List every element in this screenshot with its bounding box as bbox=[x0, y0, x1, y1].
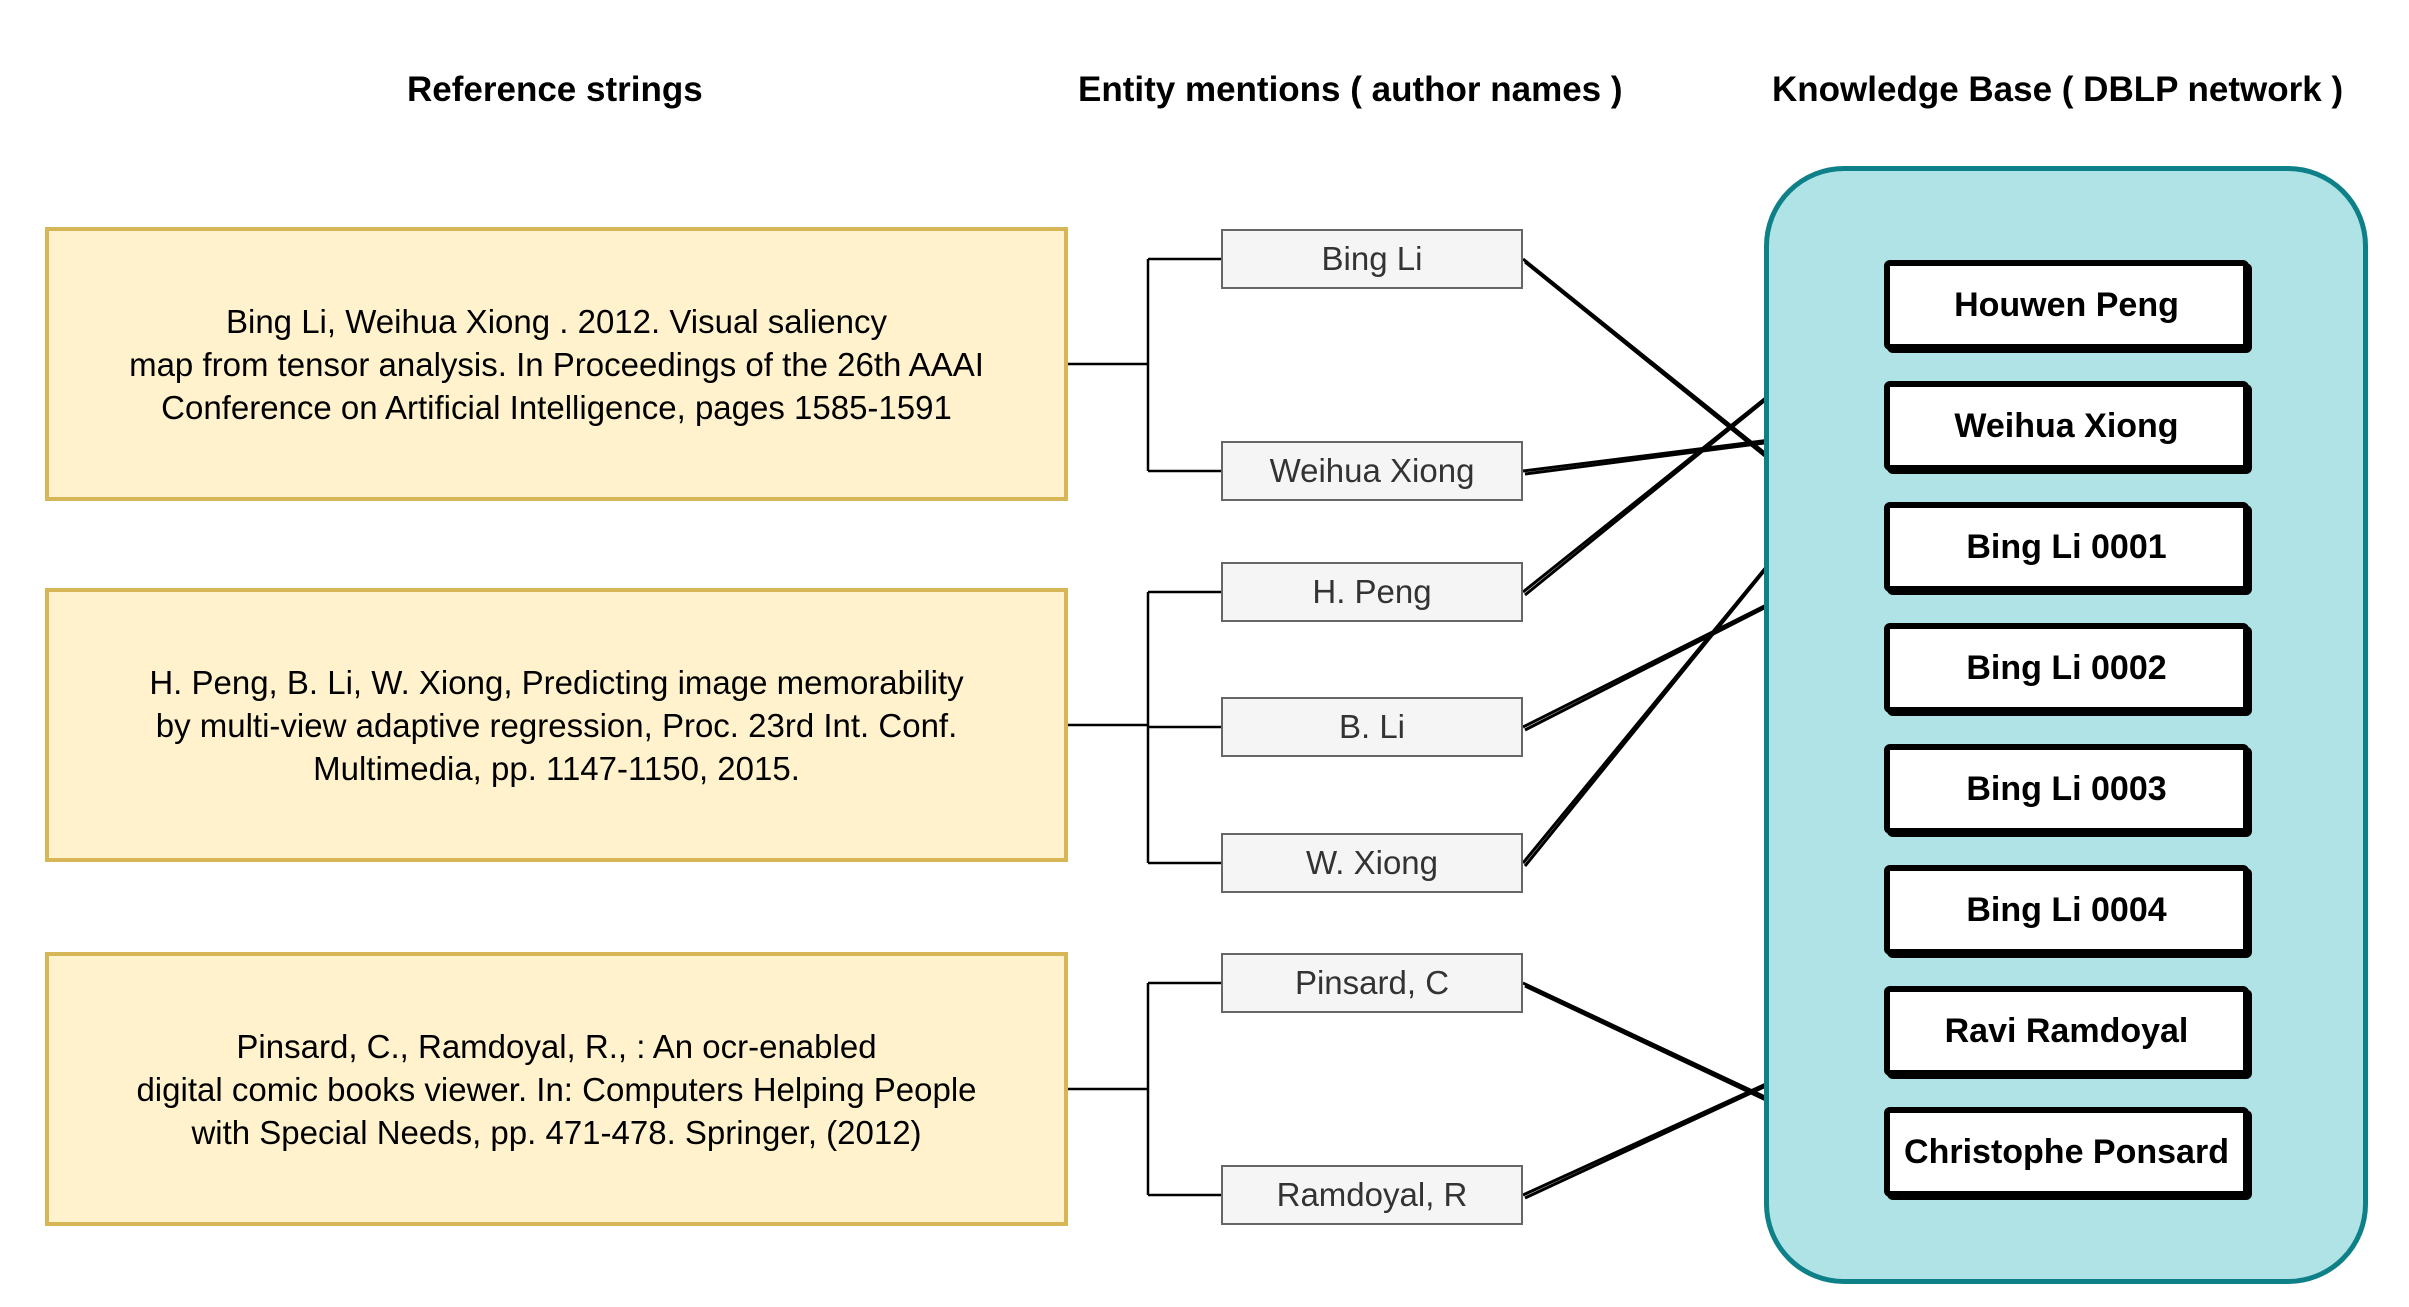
reference-string-3: Pinsard, C., Ramdoyal, R., : An ocr-enab… bbox=[45, 952, 1068, 1226]
reference-line: H. Peng, B. Li, W. Xiong, Predicting ima… bbox=[149, 663, 964, 701]
kb-entity-weihua-xiong: Weihua Xiong bbox=[1884, 381, 2249, 471]
header-reference-strings: Reference strings bbox=[407, 70, 703, 109]
reference-line: Conference on Artificial Intelligence, p… bbox=[161, 388, 952, 426]
reference-line: Pinsard, C., Ramdoyal, R., : An ocr-enab… bbox=[236, 1027, 877, 1065]
mention-ramdoyal-r: Ramdoyal, R bbox=[1221, 1165, 1523, 1225]
mention-h-peng: H. Peng bbox=[1221, 562, 1523, 622]
kb-entity-ravi-ramdoyal: Ravi Ramdoyal bbox=[1884, 986, 2249, 1076]
kb-entity-bing-li-0003: Bing Li 0003 bbox=[1884, 744, 2249, 834]
reference-line: digital comic books viewer. In: Computer… bbox=[136, 1070, 977, 1108]
header-knowledge-base: Knowledge Base ( DBLP network ) bbox=[1772, 70, 2344, 109]
reference-line: by multi-view adaptive regression, Proc.… bbox=[155, 706, 958, 744]
kb-entity-bing-li-0002: Bing Li 0002 bbox=[1884, 623, 2249, 713]
reference-string-1: Bing Li, Weihua Xiong . 2012. Visual sal… bbox=[45, 227, 1068, 501]
mention-bing-li: Bing Li bbox=[1221, 229, 1523, 289]
reference-line: Multimedia, pp. 1147-1150, 2015. bbox=[313, 749, 800, 787]
mention-b-li: B. Li bbox=[1221, 697, 1523, 757]
reference-line: Bing Li, Weihua Xiong . 2012. Visual sal… bbox=[225, 302, 888, 340]
header-entity-mentions: Entity mentions ( author names ) bbox=[1078, 70, 1623, 109]
reference-line: map from tensor analysis. In Proceedings… bbox=[129, 345, 984, 383]
reference-line: with Special Needs, pp. 471-478. Springe… bbox=[191, 1113, 922, 1151]
kb-entity-christophe-ponsard: Christophe Ponsard bbox=[1884, 1107, 2249, 1197]
kb-entity-bing-li-0004: Bing Li 0004 bbox=[1884, 865, 2249, 955]
mention-weihua-xiong: Weihua Xiong bbox=[1221, 441, 1523, 501]
kb-entity-houwen-peng: Houwen Peng bbox=[1884, 260, 2249, 350]
reference-string-2: H. Peng, B. Li, W. Xiong, Predicting ima… bbox=[45, 588, 1068, 862]
kb-entity-bing-li-0001: Bing Li 0001 bbox=[1884, 502, 2249, 592]
mention-pinsard-c: Pinsard, C bbox=[1221, 953, 1523, 1013]
knowledge-base-container bbox=[1764, 166, 2368, 1284]
mention-w-xiong: W. Xiong bbox=[1221, 833, 1523, 893]
